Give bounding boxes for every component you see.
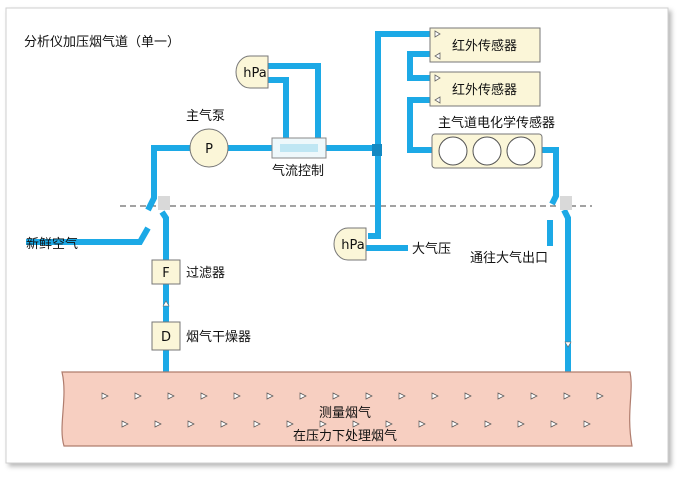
junction-main <box>372 144 382 156</box>
pump[interactable]: P <box>189 128 229 168</box>
ir-sensor-2-label: 红外传感器 <box>452 82 517 98</box>
pump-symbol: P <box>205 142 213 157</box>
diagram-title: 分析仪加压烟气道（单一） <box>24 34 180 50</box>
outlet-label: 通往大气出口 <box>470 250 548 266</box>
flow-arrow-icon <box>299 392 307 400</box>
filter-symbol: F <box>162 266 169 281</box>
flow-arrow-icon <box>596 392 604 400</box>
flow-control[interactable] <box>271 137 327 159</box>
flue-gas-label-1: 测量烟气 <box>319 405 371 421</box>
ir-sensor-1-box <box>429 27 541 63</box>
flue-gas-label-2: 在压力下处理烟气 <box>293 428 397 444</box>
flow-arrow-icon <box>253 420 261 428</box>
fresh-air-label: 新鲜空气 <box>26 236 78 252</box>
filter-label: 过滤器 <box>186 266 225 281</box>
valve-right[interactable] <box>560 196 572 210</box>
flow-arrow-icon <box>464 392 472 400</box>
pressure-sensor-top[interactable]: hPa <box>235 55 269 89</box>
flow-down-arrow-icon <box>564 341 572 348</box>
flow-arrow-icon <box>530 392 538 400</box>
pipe-main-riser <box>368 31 430 239</box>
pipe-ir2-echem <box>407 97 432 153</box>
ir-sensor-1-in-arrow-icon <box>434 30 441 38</box>
pump-circle <box>189 128 229 168</box>
gas-dryer[interactable]: D <box>151 321 181 351</box>
flow-arrow-icon <box>563 392 571 400</box>
flow-arrow-icon <box>154 420 162 428</box>
flow-arrow-icon <box>286 420 294 428</box>
hpa-top-body <box>235 55 269 89</box>
flue-duct <box>61 371 633 447</box>
flow-arrow-icon <box>187 420 195 428</box>
dryer-label: 烟气干燥器 <box>186 329 251 345</box>
flow-arrow-icon <box>385 420 393 428</box>
flow-arrow-icon <box>550 420 558 428</box>
hpa-mid-text: hPa <box>341 238 364 253</box>
pipe-left-riser <box>159 210 169 372</box>
pipe-right-riser <box>561 208 571 372</box>
valve-left[interactable] <box>158 196 170 210</box>
pipe-hpa-top-right <box>268 63 321 140</box>
ir-sensor-1-label: 红外传感器 <box>452 38 517 54</box>
flow-arrow-icon <box>319 420 327 428</box>
flow-control-channel <box>280 144 318 152</box>
filter[interactable]: F <box>151 259 181 285</box>
flow-arrow-icon <box>167 392 175 400</box>
flow-arrow-icon <box>517 420 525 428</box>
atmospheric-pressure-label: 大气压 <box>412 241 451 257</box>
filter-box <box>151 259 181 285</box>
flow-arrow-icon <box>398 392 406 400</box>
pressure-sensor-atmos[interactable]: hPa <box>333 227 367 261</box>
pipe-ir1-ir2 <box>407 51 430 81</box>
flow-arrow-icon <box>497 392 505 400</box>
hpa-top-text: hPa <box>243 66 266 81</box>
pump-label: 主气泵 <box>186 108 225 124</box>
flow-arrow-icon <box>266 392 274 400</box>
echem-cell-1 <box>438 136 468 166</box>
flow-arrow-icon <box>233 392 241 400</box>
flow-up-arrow-icon <box>162 300 170 307</box>
ir-sensor-1[interactable]: 红外传感器 <box>429 27 541 63</box>
pipe-echem-outlet <box>542 147 559 206</box>
flue-flow-arrows <box>101 392 604 428</box>
echem-sensor-block[interactable] <box>431 133 543 169</box>
flow-arrow-icon <box>583 420 591 428</box>
flow-arrow-icon <box>484 420 492 428</box>
echem-sensor-label: 主气道电化学传感器 <box>438 115 555 131</box>
flow-arrow-icon <box>220 420 228 428</box>
flow-arrow-icon <box>352 420 360 428</box>
flow-arrow-icon <box>451 420 459 428</box>
flow-arrow-icon <box>200 392 208 400</box>
ir-sensor-2[interactable]: 红外传感器 <box>429 71 541 107</box>
pipe-hpa-top-left <box>268 77 289 140</box>
echem-cell-3 <box>506 136 536 166</box>
flow-arrow-icon <box>365 392 373 400</box>
ir-sensor-2-in-arrow-icon <box>434 74 441 82</box>
ir-sensor-2-box <box>429 71 541 107</box>
ir-sensor-2-out-arrow-icon <box>434 96 441 104</box>
flow-arrow-icon <box>101 392 109 400</box>
pipe-to-pump <box>145 145 190 212</box>
ir-sensor-1-out-arrow-icon <box>434 52 441 60</box>
echem-cell-2 <box>472 136 502 166</box>
flow-arrow-icon <box>431 392 439 400</box>
flow-control-label: 气流控制 <box>272 163 324 179</box>
dryer-box <box>151 321 181 351</box>
pipe-fresh-air <box>26 226 151 245</box>
flow-arrow-icon <box>121 420 129 428</box>
hpa-mid-body <box>333 227 367 261</box>
flow-arrow-icon <box>332 392 340 400</box>
flow-arrow-icon <box>418 420 426 428</box>
dryer-symbol: D <box>161 330 171 345</box>
flow-arrow-icon <box>134 392 142 400</box>
